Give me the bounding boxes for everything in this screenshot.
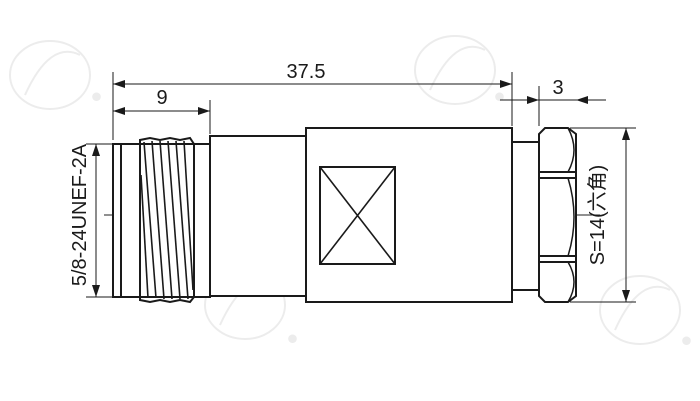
hex-nut xyxy=(538,127,577,303)
dimension-hex-width: 3 xyxy=(500,77,606,126)
dimension-thread-length: 9 xyxy=(113,87,211,134)
dimension-thread-spec: 5/8-24UNEF-2A xyxy=(69,143,113,298)
thread-lines xyxy=(140,140,194,300)
connector-neck xyxy=(511,141,540,291)
connector-ferrule xyxy=(305,127,513,303)
hex-width-label: 3 xyxy=(552,77,563,99)
hex-size-label: S=14(六角) xyxy=(586,165,609,266)
thread-spec-label: 5/8-24UNEF-2A xyxy=(69,143,91,286)
flat-marking xyxy=(319,166,396,265)
watermark-logo: ® xyxy=(599,275,692,348)
svg-text:®: ® xyxy=(495,93,504,103)
svg-text:®: ® xyxy=(92,93,101,103)
watermark-layer: ® ® ® ® xyxy=(9,35,692,348)
watermark-logo: ® xyxy=(414,35,505,105)
dimension-overall-length: 37.5 xyxy=(112,61,513,140)
svg-text:®: ® xyxy=(288,335,297,345)
thread-length-label: 9 xyxy=(156,87,167,109)
svg-text:®: ® xyxy=(682,337,691,347)
watermark-logo: ® xyxy=(9,40,102,110)
overall-length-label: 37.5 xyxy=(287,61,326,83)
connector-body xyxy=(209,135,307,297)
dimension-hex-size: S=14(六角) xyxy=(570,127,636,303)
